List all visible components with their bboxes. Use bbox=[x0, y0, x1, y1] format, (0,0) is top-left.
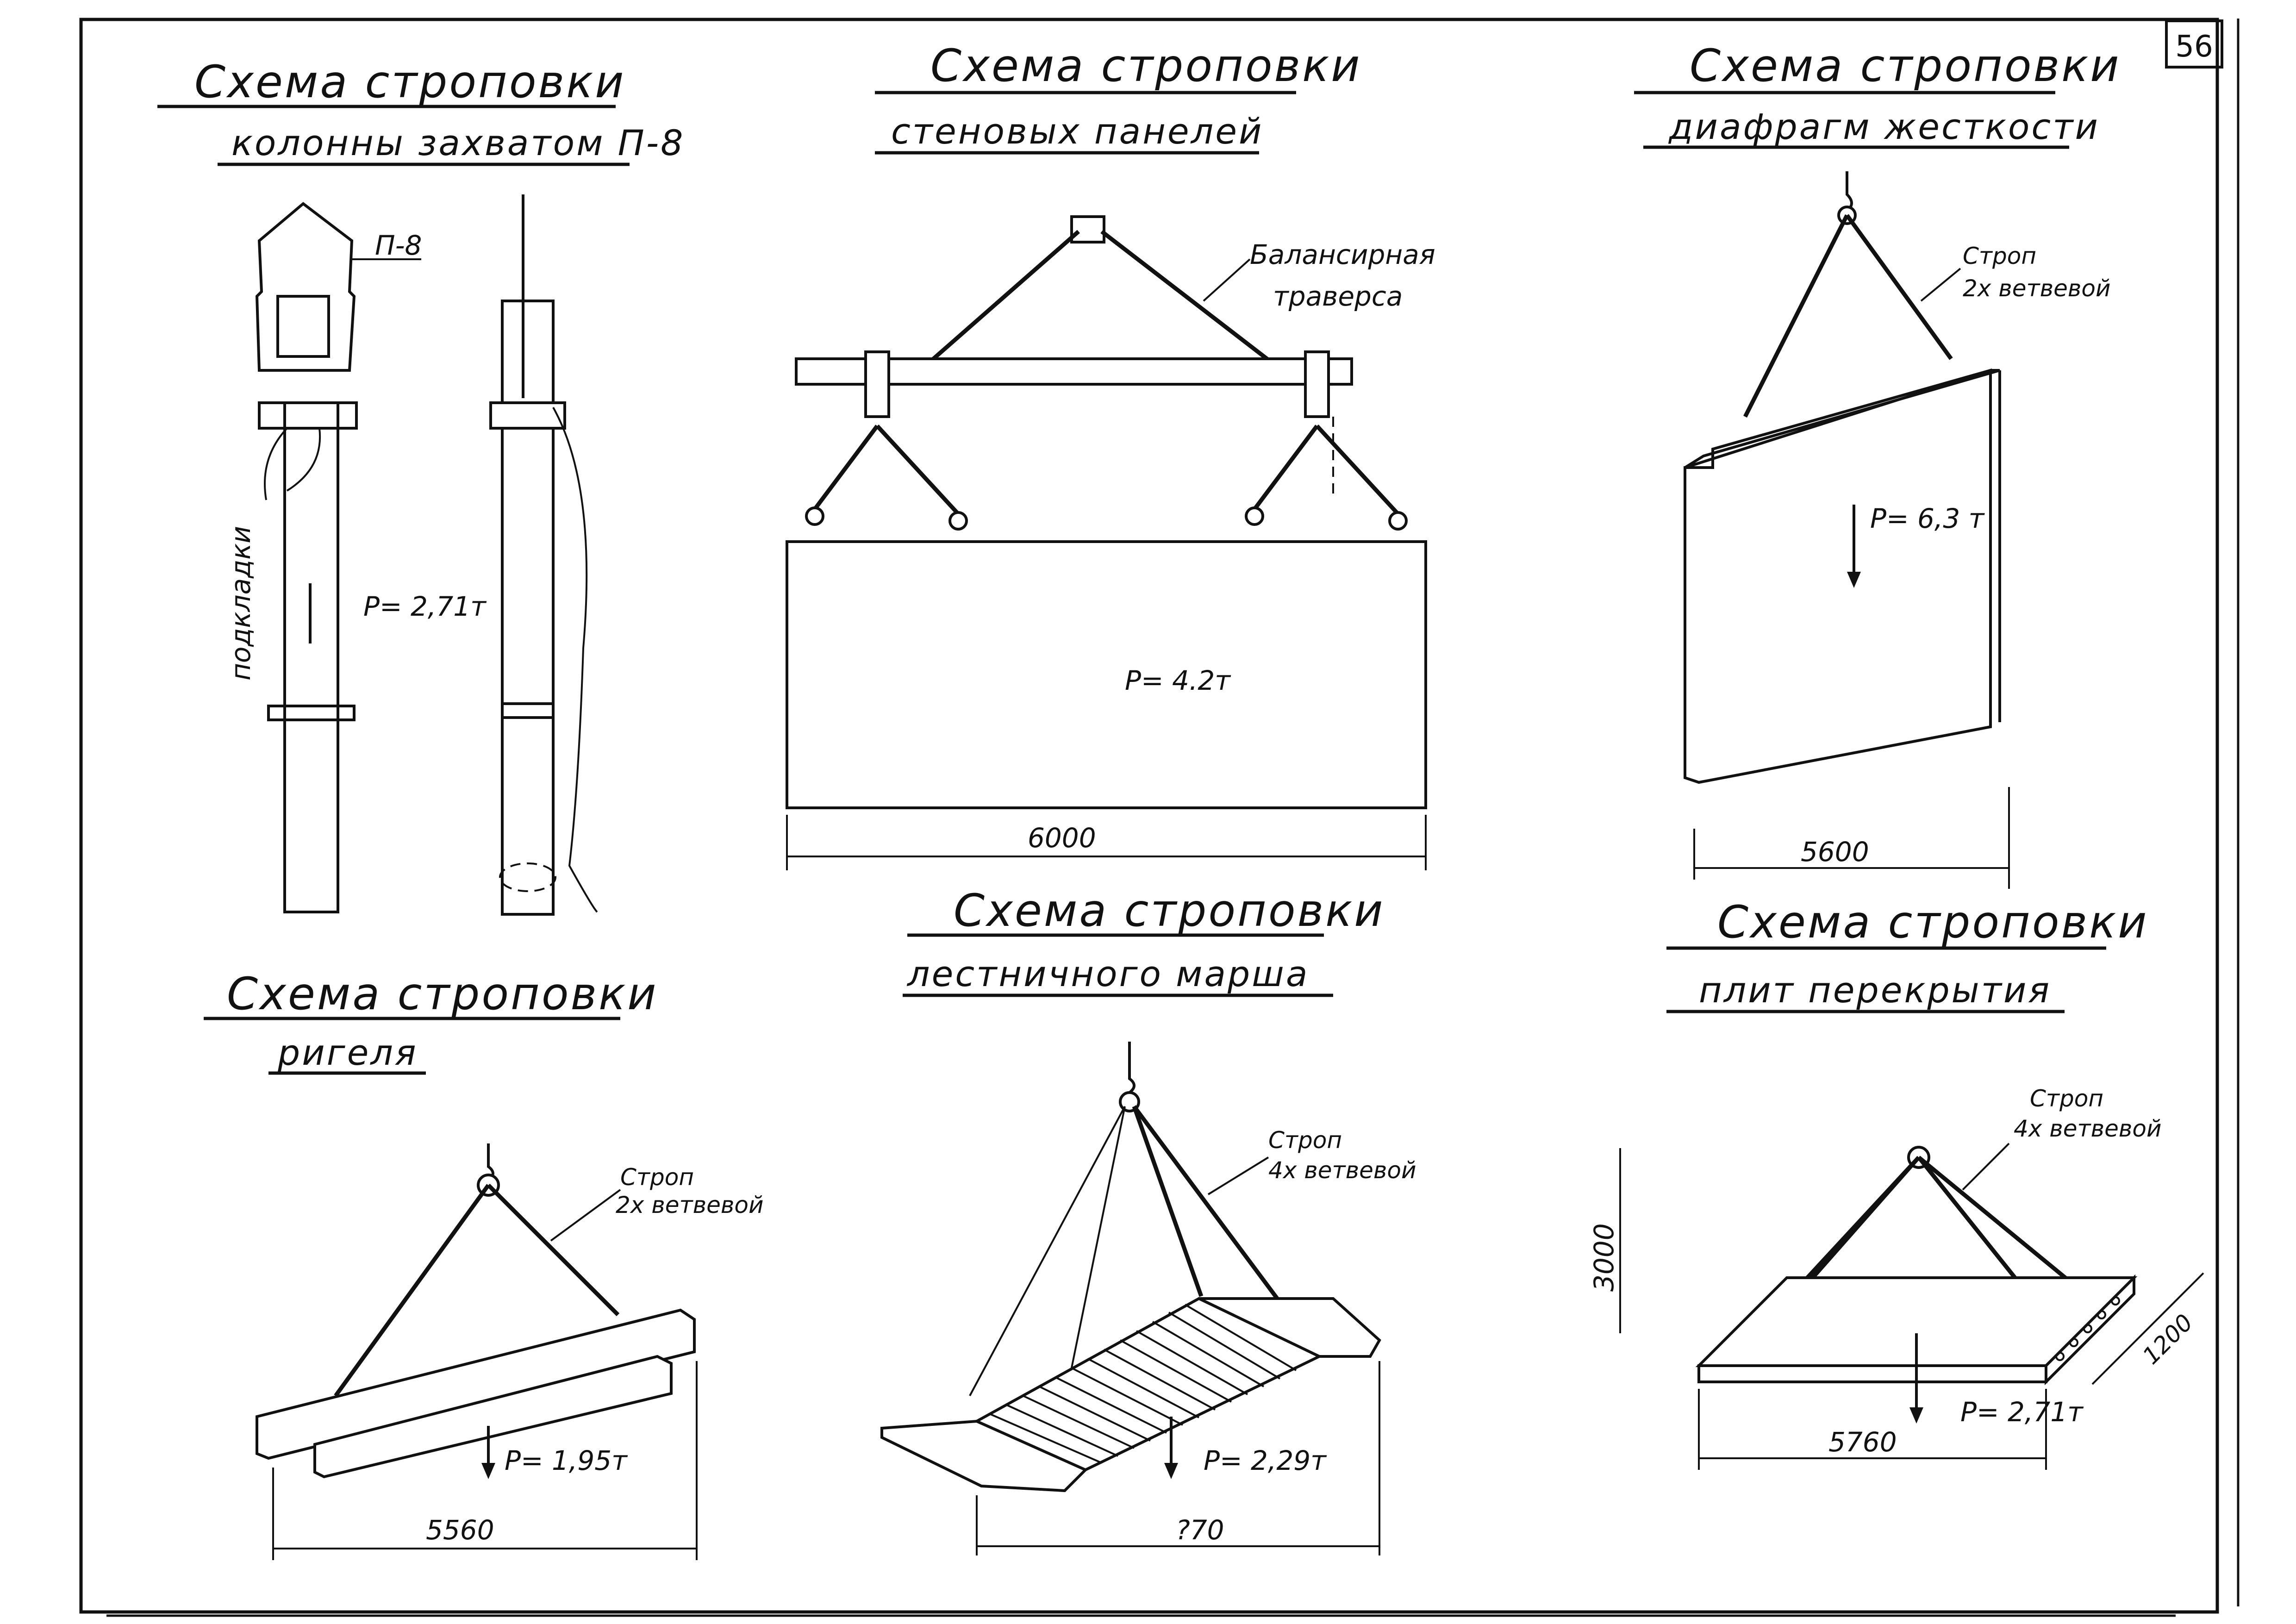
d3-dimension: 5600 bbox=[1801, 836, 1869, 868]
d2-weight: P= 4.2т bbox=[1125, 665, 1231, 696]
d2-title: Схема строповки bbox=[930, 40, 1362, 92]
d2-leg-2 bbox=[875, 424, 960, 516]
d5-load-arrowhead bbox=[1164, 1463, 1178, 1479]
d2-traverse-clamp-left bbox=[864, 350, 890, 418]
d2-beam-leader bbox=[1203, 258, 1251, 302]
d3-sling-left bbox=[1743, 214, 1849, 418]
d1-column-console bbox=[267, 705, 356, 721]
d6-load-arrowhead bbox=[1909, 1407, 1923, 1424]
d4-sling-label-1: Строп bbox=[620, 1164, 694, 1191]
d1-title: Схема строповки bbox=[194, 56, 626, 108]
d5-sling-label-1: Строп bbox=[1268, 1127, 1342, 1154]
d4-sling-leader bbox=[550, 1189, 621, 1242]
d3-title: Схема строповки bbox=[1690, 40, 2121, 92]
d3-sling-label-1: Строп bbox=[1963, 243, 2036, 269]
page-number: 56 bbox=[2175, 30, 2213, 64]
d4-beam-1 bbox=[256, 1308, 696, 1460]
d6-leg-4 bbox=[1917, 1156, 2075, 1287]
d2-leg-4 bbox=[1315, 424, 1400, 516]
d6-width-dim: 1200 bbox=[2137, 1309, 2198, 1369]
d2-hook-3 bbox=[1245, 506, 1264, 526]
d4-sling-right bbox=[487, 1183, 620, 1317]
d6-slab-voids bbox=[2055, 1296, 2120, 1361]
d1-gripper-frame bbox=[255, 202, 356, 372]
d4-beam-2 bbox=[313, 1355, 673, 1479]
d4-weight: P= 1,95т bbox=[505, 1445, 628, 1476]
d2-hook-1 bbox=[805, 506, 824, 526]
d3-weight: P= 6,3 т bbox=[1870, 503, 1985, 534]
d1-side-rope bbox=[552, 407, 598, 913]
d1-pad-leader bbox=[264, 427, 321, 500]
d6-weight: P= 2,71т bbox=[1960, 1396, 2084, 1428]
d1-subtitle: колонны захватом П-8 bbox=[231, 122, 685, 163]
d4-title: Схема строповки bbox=[227, 968, 658, 1020]
d5-sling-label-2: 4х ветвевой bbox=[1268, 1157, 1416, 1184]
d3-crane-hook bbox=[1846, 171, 1853, 212]
d6-sling-label-1: Строп bbox=[2030, 1085, 2103, 1112]
d3-diaphragm-front bbox=[1684, 369, 1992, 784]
diagram-crossbar-sling: Схема строповки ригеля P= 1,95т Строп 2х… bbox=[204, 968, 763, 1560]
d1-weight: P= 2,71т bbox=[363, 591, 487, 622]
d2-sling-right bbox=[1100, 230, 1274, 365]
d2-hook-4 bbox=[1388, 511, 1408, 531]
d5-weight: P= 2,29т bbox=[1204, 1445, 1327, 1476]
d1-pad-label: подкладки bbox=[225, 526, 256, 681]
d5-subtitle: лестничного марша bbox=[906, 953, 1309, 994]
diagram-column-sling: Схема строповки колонны захватом П-8 П-8… bbox=[157, 56, 685, 916]
d6-leg-2 bbox=[1801, 1156, 1921, 1284]
d3-sling-right bbox=[1845, 214, 1953, 360]
d1-column-shaft bbox=[283, 401, 339, 913]
d2-leg-3 bbox=[1253, 425, 1319, 511]
d5-stair-steps bbox=[973, 1297, 1323, 1472]
d1-gripper-window bbox=[276, 295, 330, 358]
d2-panel bbox=[786, 540, 1427, 809]
diagram-floor-slab-sling: Схема строповки плит перекрытия P= 2,71т… bbox=[1588, 896, 2204, 1470]
d6-slab-front bbox=[1697, 1364, 2047, 1383]
d6-subtitle: плит перекрытия bbox=[1699, 969, 2051, 1011]
d6-width-dim-line bbox=[2091, 1272, 2204, 1385]
d3-sling-label-2: 2х ветвевой bbox=[1963, 275, 2110, 302]
d1-clamp-bar bbox=[258, 401, 358, 430]
d2-beam-label-2: траверса bbox=[1273, 281, 1403, 312]
d6-title: Схема строповки bbox=[1717, 896, 2149, 948]
d2-hook-block bbox=[1070, 215, 1105, 244]
d2-hook-2 bbox=[948, 511, 968, 531]
d1-gripper-label: П-8 bbox=[375, 230, 422, 261]
d5-title: Схема строповки bbox=[954, 885, 1385, 937]
d4-load-arrowhead bbox=[481, 1463, 495, 1479]
d6-sling-label-2: 4х ветвевой bbox=[2014, 1115, 2161, 1142]
d6-height-dim: 3000 bbox=[1588, 1223, 1620, 1292]
d2-subtitle: стеновых панелей bbox=[891, 111, 1263, 152]
d1-side-column bbox=[501, 300, 555, 916]
d4-sling-left bbox=[334, 1184, 490, 1397]
d4-sling-label-2: 2х ветвевой bbox=[616, 1192, 763, 1218]
d1-side-clamp bbox=[489, 401, 566, 430]
d4-subtitle: ригеля bbox=[277, 1032, 418, 1073]
diagram-diaphragm-sling: Схема строповки диафрагм жесткости P= 6,… bbox=[1634, 40, 2121, 889]
d5-leg-3 bbox=[1132, 1106, 1204, 1297]
d6-leg-3 bbox=[1917, 1156, 2032, 1298]
page-number-box bbox=[2165, 19, 2223, 69]
d3-sling-leader bbox=[1920, 268, 1961, 302]
d2-sling-left bbox=[927, 230, 1080, 365]
diagram-stair-flight-sling: Схема строповки лестничного марша bbox=[880, 885, 1416, 1555]
d4-dimension: 5560 bbox=[426, 1514, 494, 1546]
d2-dimension: 6000 bbox=[1028, 822, 1096, 854]
d5-dimension: ?70 bbox=[1176, 1514, 1224, 1546]
d2-beam-label-1: Балансирная bbox=[1250, 239, 1435, 270]
d1-side-base bbox=[499, 862, 556, 892]
diagram-wall-panel-sling: Схема строповки стеновых панелей P= 4.2т… bbox=[786, 40, 1435, 870]
d6-dimension: 5760 bbox=[1828, 1426, 1897, 1458]
d6-sling-leader bbox=[1962, 1143, 2010, 1191]
d5-crane-hook bbox=[1128, 1042, 1136, 1094]
d3-diaphragm-edge bbox=[1684, 369, 2000, 469]
d2-leg-1 bbox=[813, 425, 879, 511]
sheet-frame bbox=[79, 18, 2219, 1614]
d5-sling-leader bbox=[1207, 1156, 1269, 1195]
d3-subtitle: диафрагм жесткости bbox=[1668, 106, 2100, 147]
d3-load-arrowhead bbox=[1847, 572, 1861, 588]
d5-leg-1 bbox=[969, 1106, 1126, 1396]
d2-traverse-clamp-right bbox=[1304, 350, 1330, 418]
